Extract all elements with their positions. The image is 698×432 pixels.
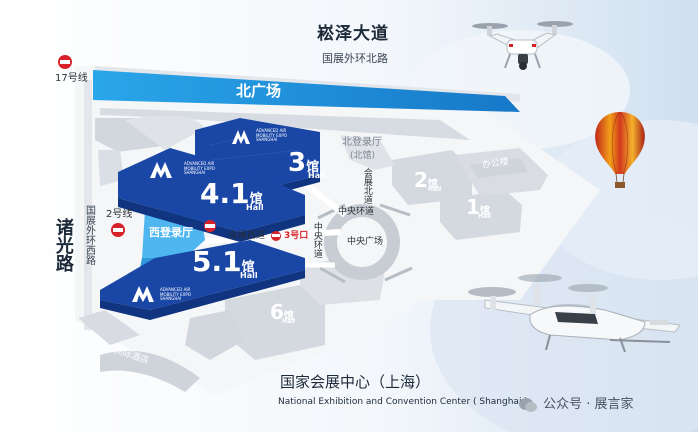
line2-label: 2号线 xyxy=(106,209,133,220)
huizhan-west-road-label: 会展西道 xyxy=(229,231,266,241)
wechat-icon xyxy=(519,397,537,412)
hall-4-1-logo xyxy=(148,160,174,183)
exit3-label: 3号口 xyxy=(284,231,309,241)
hall-6-shape xyxy=(225,285,325,360)
hall-1-shape xyxy=(440,190,522,240)
hall-5-1-logo-text: ADVANCED AIR MOBILITY EXPO SHANGHAI xyxy=(160,287,191,302)
hall-5-1-label: 5.1馆 Hall xyxy=(192,245,258,280)
venue-title-en: National Exhibition and Convention Cente… xyxy=(278,397,528,407)
evtol-aircraft-icon xyxy=(468,274,681,353)
hall-2-shape xyxy=(392,150,472,205)
west-entrance-label: 西登录厅 xyxy=(149,226,193,239)
metro-icon-17 xyxy=(58,55,72,69)
hall-5-1-logo xyxy=(130,284,156,307)
expo-logo-icon xyxy=(232,130,250,144)
hall-6-label: 6馆 Hall xyxy=(270,300,296,325)
hall-2-label: 2馆 Hall xyxy=(414,168,442,193)
ring-north-road-label: 国展外环北路 xyxy=(322,52,388,65)
central-ring-road-label-2: 中央环道 xyxy=(311,222,322,258)
north-plaza-label: 北广场 xyxy=(236,82,282,100)
watermark: 公众号 · 展言家 xyxy=(518,396,634,413)
hall-3-logo-text: ADVANCED AIR MOBILITY EXPO SHANGHAI xyxy=(256,128,287,143)
zhuguang-road-label: 诸光路 xyxy=(52,218,74,272)
ring-west-road-label: 国展外环西路 xyxy=(83,205,95,265)
north-entrance-sub-label: (北馆) xyxy=(350,151,376,161)
metro-icon-exit3 xyxy=(271,231,281,241)
north-plaza xyxy=(93,70,520,112)
hall-1-label: 1馆 Hall xyxy=(466,195,492,220)
hall-3-logo xyxy=(230,128,252,149)
huizhan-north-road-label: 会展北道 xyxy=(361,168,372,204)
hall-3-label: 3馆 Hall xyxy=(288,148,326,180)
metro-icon-west xyxy=(204,220,216,232)
expo-logo-icon xyxy=(132,286,154,302)
office-building-shape xyxy=(470,158,528,178)
hot-air-balloon-icon xyxy=(595,111,645,188)
hall-4-1-logo-text: ADVANCED AIR MOBILITY EXPO SHANGHAI xyxy=(184,161,215,176)
drone-icon xyxy=(472,21,573,70)
central-ring-label: 中央环道 xyxy=(338,207,375,217)
metro-icon-2 xyxy=(111,223,125,237)
venue-title-cn: 国家会展中心（上海） xyxy=(280,373,431,391)
hall-4-1-label: 4.1馆 Hall xyxy=(200,177,264,212)
expo-logo-icon xyxy=(150,162,172,178)
north-entrance-label: 北登录厅 xyxy=(342,137,382,148)
songze-road-label: 崧泽大道 xyxy=(317,24,389,44)
central-plaza-label: 中央广场 xyxy=(347,237,384,247)
hall-5-1-shape xyxy=(100,240,305,320)
line17-label: 17号线 xyxy=(55,73,88,84)
